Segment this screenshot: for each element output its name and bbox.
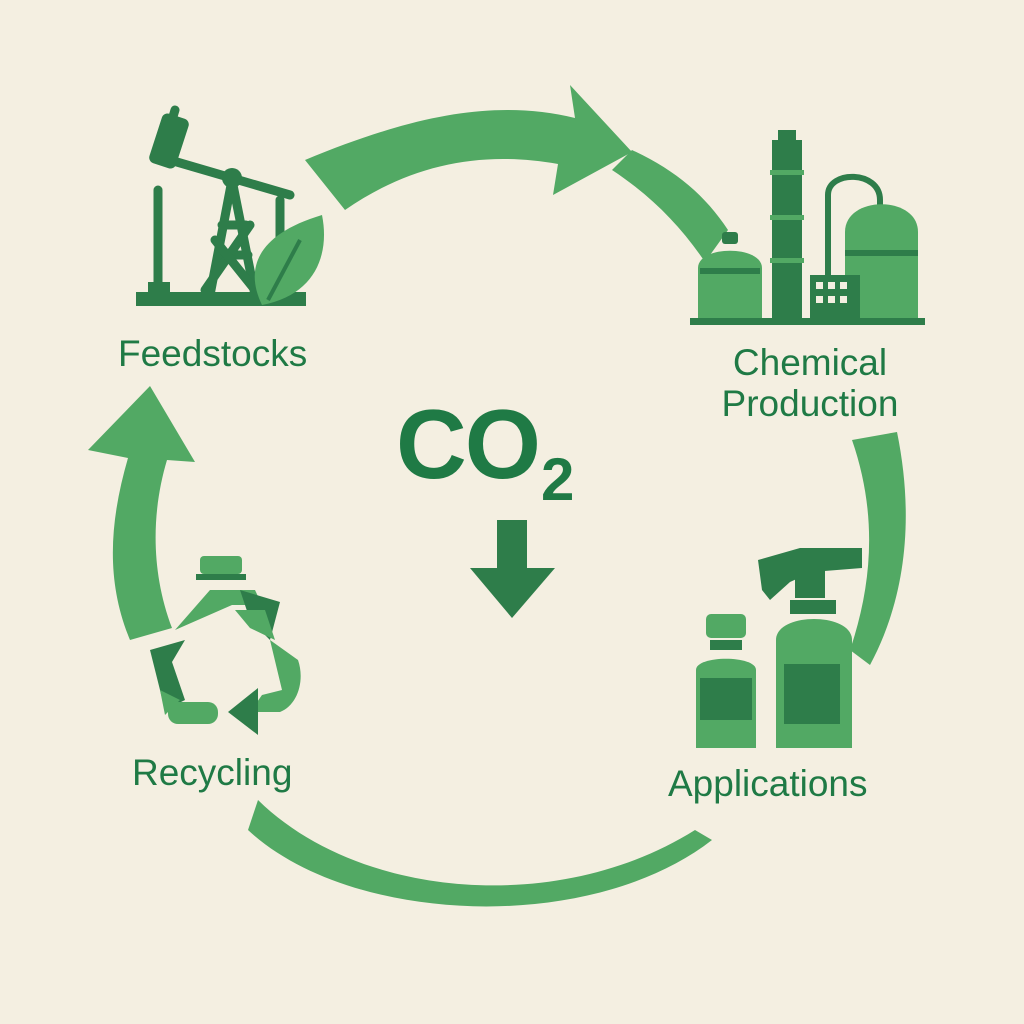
co2-formula-subscript: 2 xyxy=(541,446,574,513)
oil-pump-leaf-icon xyxy=(136,105,325,306)
recycle-icon xyxy=(150,556,301,735)
stage-label-chemical-production: Chemical Production xyxy=(721,342,899,425)
co2-formula-base: CO xyxy=(396,389,541,499)
cycle-arrow-bottom xyxy=(248,800,712,907)
cycle-arrow-top-right xyxy=(612,150,728,262)
cycle-arrow-right xyxy=(850,432,906,665)
arrow-down-icon xyxy=(470,520,555,618)
stage-label-recycling: Recycling xyxy=(132,752,293,793)
co2-formula: CO2 xyxy=(396,388,574,513)
cycle-arrow-top xyxy=(305,85,632,210)
stage-label-feedstocks: Feedstocks xyxy=(118,333,308,374)
stage-label-applications: Applications xyxy=(668,763,868,804)
chemical-plant-icon xyxy=(690,130,925,325)
cycle-arrow-left xyxy=(88,386,195,640)
bottles-icon xyxy=(696,548,862,748)
